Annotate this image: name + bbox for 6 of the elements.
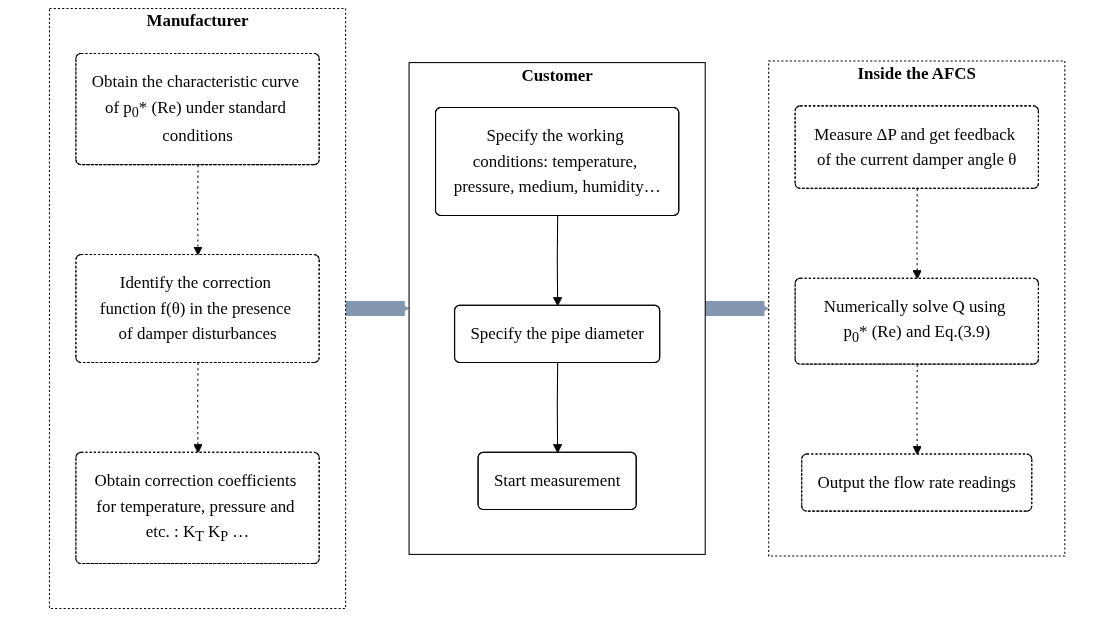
arrow (912, 364, 922, 455)
arrow (912, 188, 922, 280)
arrow (552, 362, 563, 454)
arrow (193, 362, 203, 454)
arrow (552, 215, 563, 307)
arrow (193, 164, 203, 256)
